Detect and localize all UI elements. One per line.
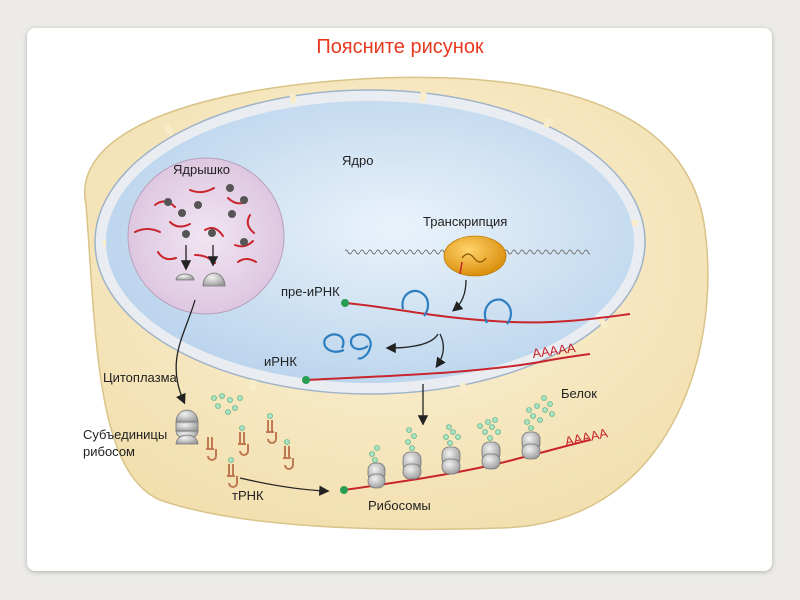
label-trna: тРНК [232, 488, 264, 503]
label-subunits-line1: Субъединицы [83, 427, 167, 442]
nuclear-pores [103, 91, 638, 394]
label-cytoplasm: Цитоплазма [103, 370, 178, 385]
excised-introns [323, 333, 372, 360]
nucleolus-ribosome-particles [164, 184, 248, 246]
label-subunits-line2: рибосом [83, 444, 135, 459]
mrna [305, 353, 591, 381]
label-transcription: Транскрипция [423, 214, 507, 229]
cytoplasmic-mrna [343, 439, 591, 491]
trna-molecules [206, 420, 294, 488]
small-subunit [175, 273, 195, 281]
label-ribosomes: Рибосомы [368, 498, 431, 513]
slide-title: Поясните рисунок [316, 36, 484, 58]
label-protein: Белок [561, 386, 597, 401]
label-nucleus: Ядро [342, 153, 373, 168]
label-mrna: иРНК [264, 354, 297, 369]
nucleolus [127, 157, 285, 315]
introns [401, 289, 512, 325]
rna-polymerase [443, 235, 507, 277]
ribosome-subunits [175, 409, 199, 445]
mrna-cap [302, 376, 310, 384]
large-subunit [202, 272, 226, 287]
polya-tail-nucleus: AAAAA [531, 340, 576, 361]
label-pre-mrna: пре-иРНК [281, 284, 340, 299]
cytoplasmic-mrna-cap [340, 486, 348, 494]
pre-mrna-cap [341, 299, 349, 307]
polyribosome [367, 431, 541, 489]
nascent-proteins [369, 395, 555, 463]
amino-acids [211, 393, 243, 415]
pre-mrna [344, 302, 631, 324]
label-nucleolus: Ядрышко [173, 162, 230, 177]
